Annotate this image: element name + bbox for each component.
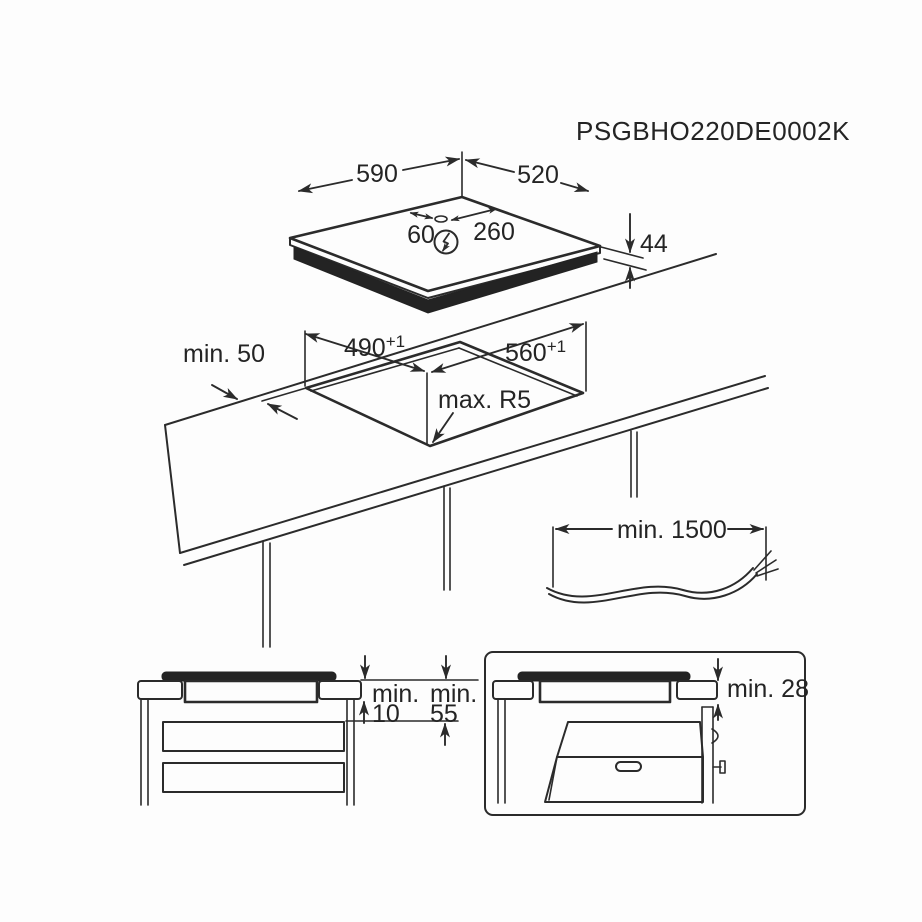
hob-body-section-oven bbox=[538, 679, 672, 704]
drawer-gap-dimension: min. 55 bbox=[430, 680, 477, 728]
connection-point bbox=[434, 215, 448, 223]
cutout-width-dimension: 560+1 bbox=[430, 321, 587, 392]
oven-installation-view: min. 28 bbox=[484, 651, 809, 816]
hob-gap-value: 10 bbox=[372, 700, 400, 728]
panel-hinge bbox=[711, 728, 719, 744]
corner-radius-label: max. R5 bbox=[438, 386, 531, 414]
hob-width-dimension: 590 bbox=[297, 156, 461, 194]
cabinet-side-panel bbox=[701, 706, 726, 804]
drawer-lower bbox=[162, 762, 345, 793]
power-cable-view: min. 1500 bbox=[546, 516, 779, 604]
worktop-section-left-oven bbox=[492, 680, 534, 700]
connection-offset-right-label: 260 bbox=[473, 218, 515, 246]
connection-offset-right-arrow bbox=[450, 207, 498, 222]
cutout-depth-dimension: 490+1 bbox=[304, 330, 426, 387]
worktop-cutout-view: 490+1 560+1 min. 50 max. R5 bbox=[164, 253, 769, 648]
drawer-installation-view: min. 10 min. 55 bbox=[137, 655, 479, 806]
worktop-section-right bbox=[318, 680, 362, 700]
cabinet-leg-left-oven bbox=[497, 698, 506, 804]
worktop-front-edge bbox=[179, 375, 766, 554]
power-connection-icon bbox=[433, 229, 459, 255]
hob-gap-dimension: min. 10 bbox=[372, 680, 419, 728]
hob-width-label: 590 bbox=[356, 160, 398, 188]
oven bbox=[544, 721, 704, 803]
panel-knob bbox=[719, 760, 726, 774]
rear-clearance-label: min. 50 bbox=[183, 340, 265, 368]
drawer-upper bbox=[162, 721, 345, 752]
hob-glass-top bbox=[288, 195, 602, 293]
hob-depth-label: 520 bbox=[517, 161, 559, 189]
power-cable bbox=[546, 550, 779, 604]
connection-offset-left-arrow bbox=[409, 211, 434, 220]
hob-body-section bbox=[183, 679, 319, 704]
hob-isometric-view: 590 520 60 260 44 bbox=[288, 151, 668, 314]
worktop-legs bbox=[262, 430, 638, 648]
hob-height-label: 44 bbox=[640, 230, 668, 258]
connection-offset-left-label: 60 bbox=[407, 221, 435, 249]
oven-clearance-dimension: min. 28 bbox=[712, 658, 809, 721]
oven-front bbox=[544, 756, 704, 803]
worktop-section-left bbox=[137, 680, 183, 700]
corner-radius-dimension: max. R5 bbox=[432, 386, 531, 444]
worktop-left-end bbox=[164, 424, 181, 554]
oven-view-frame bbox=[484, 651, 806, 816]
worktop-section-right-oven bbox=[676, 680, 718, 700]
oven-handle bbox=[615, 761, 642, 772]
hob-glass-section-oven bbox=[517, 671, 691, 682]
cutout-depth-label: 490+1 bbox=[344, 332, 405, 362]
cutout-width-label: 560+1 bbox=[505, 337, 566, 367]
cabinet-legs bbox=[140, 698, 355, 806]
hob-gap-label: min. bbox=[372, 680, 419, 708]
worktop-front-thickness bbox=[183, 387, 769, 566]
oven-clearance-label: min. 28 bbox=[727, 675, 809, 703]
oven-top bbox=[556, 721, 704, 758]
cable-length-label: min. 1500 bbox=[617, 516, 727, 544]
drawer-gap-value: 55 bbox=[430, 700, 458, 728]
hob-height-dimension: 44 bbox=[600, 213, 668, 289]
model-code: PSGBHO220DE0002K bbox=[576, 116, 850, 146]
hob-base bbox=[293, 246, 598, 314]
drawer-gap-label: min. bbox=[430, 680, 477, 708]
rear-clearance-dimension: min. 50 bbox=[183, 340, 307, 420]
hob-depth-dimension: 520 bbox=[464, 158, 590, 192]
hob-glass-section bbox=[161, 671, 337, 682]
